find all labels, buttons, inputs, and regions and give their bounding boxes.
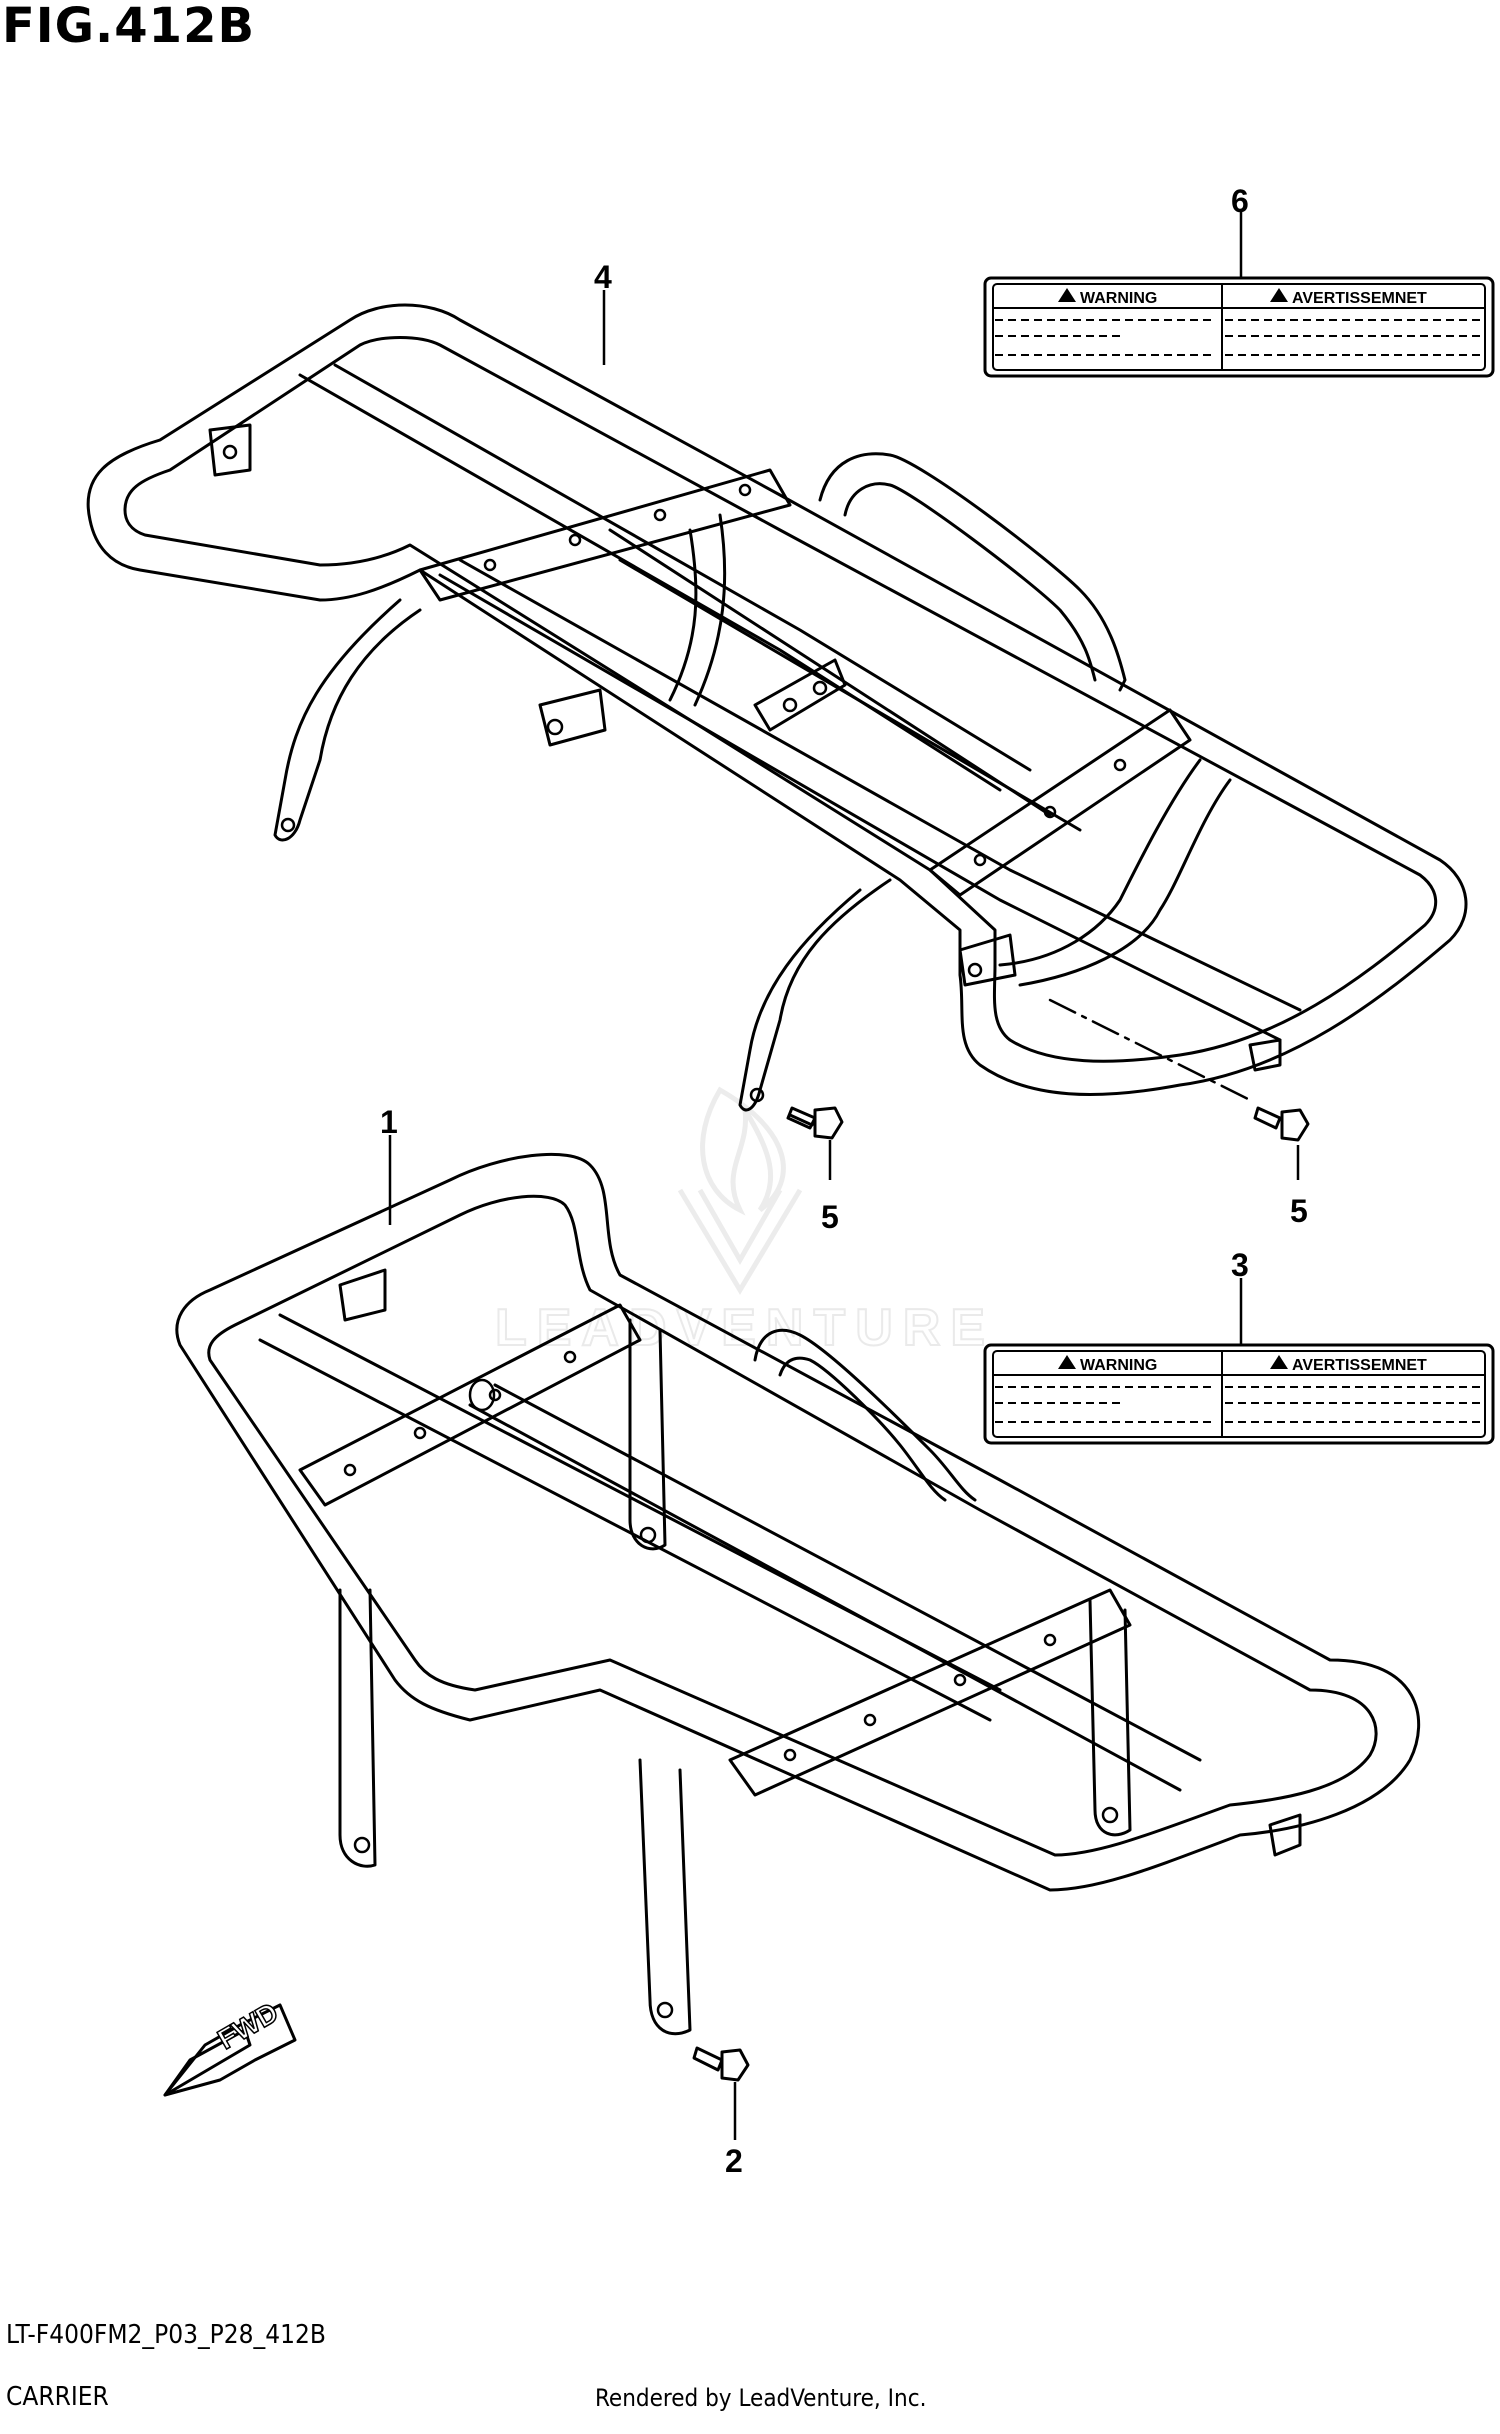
rear-carrier-part-4: [86, 303, 1468, 1112]
callout-6: 6: [1231, 183, 1249, 219]
front-carrier-part-1: [175, 1152, 1421, 2036]
callout-5b: 5: [1290, 1193, 1308, 1229]
bolt-5b: [1253, 1106, 1310, 1142]
label-3-avertissement: AVERTISSEMNET: [1292, 1357, 1427, 1374]
callout-5a: 5: [821, 1199, 839, 1235]
bolt-5a: [786, 1106, 844, 1140]
label-3-warning: WARNING: [1080, 1357, 1157, 1374]
credit-line: Rendered by LeadVenture, Inc.: [595, 2384, 927, 2412]
warning-label-6: WARNING AVERTISSEMNET: [983, 276, 1495, 378]
warning-label-3: WARNING AVERTISSEMNET: [983, 1343, 1495, 1445]
model-code: LT-F400FM2_P03_P28_412B: [6, 2320, 326, 2350]
label-6-warning: WARNING: [1080, 290, 1157, 307]
callout-4: 4: [594, 259, 612, 295]
figure-title: FIG.412B: [2, 0, 256, 54]
watermark-logo: LEADVENTURE: [494, 1086, 995, 1358]
watermark-text: LEADVENTURE: [495, 1299, 995, 1357]
bolt-2: [692, 2046, 750, 2082]
callout-2: 2: [725, 2143, 743, 2179]
fwd-arrow: FWD: [163, 1996, 297, 2097]
callout-1: 1: [380, 1104, 398, 1140]
section-name: CARRIER: [6, 2382, 109, 2412]
label-6-avertissement: AVERTISSEMNET: [1292, 290, 1427, 307]
callout-3: 3: [1231, 1247, 1249, 1283]
leader-lines: [388, 210, 1300, 2140]
